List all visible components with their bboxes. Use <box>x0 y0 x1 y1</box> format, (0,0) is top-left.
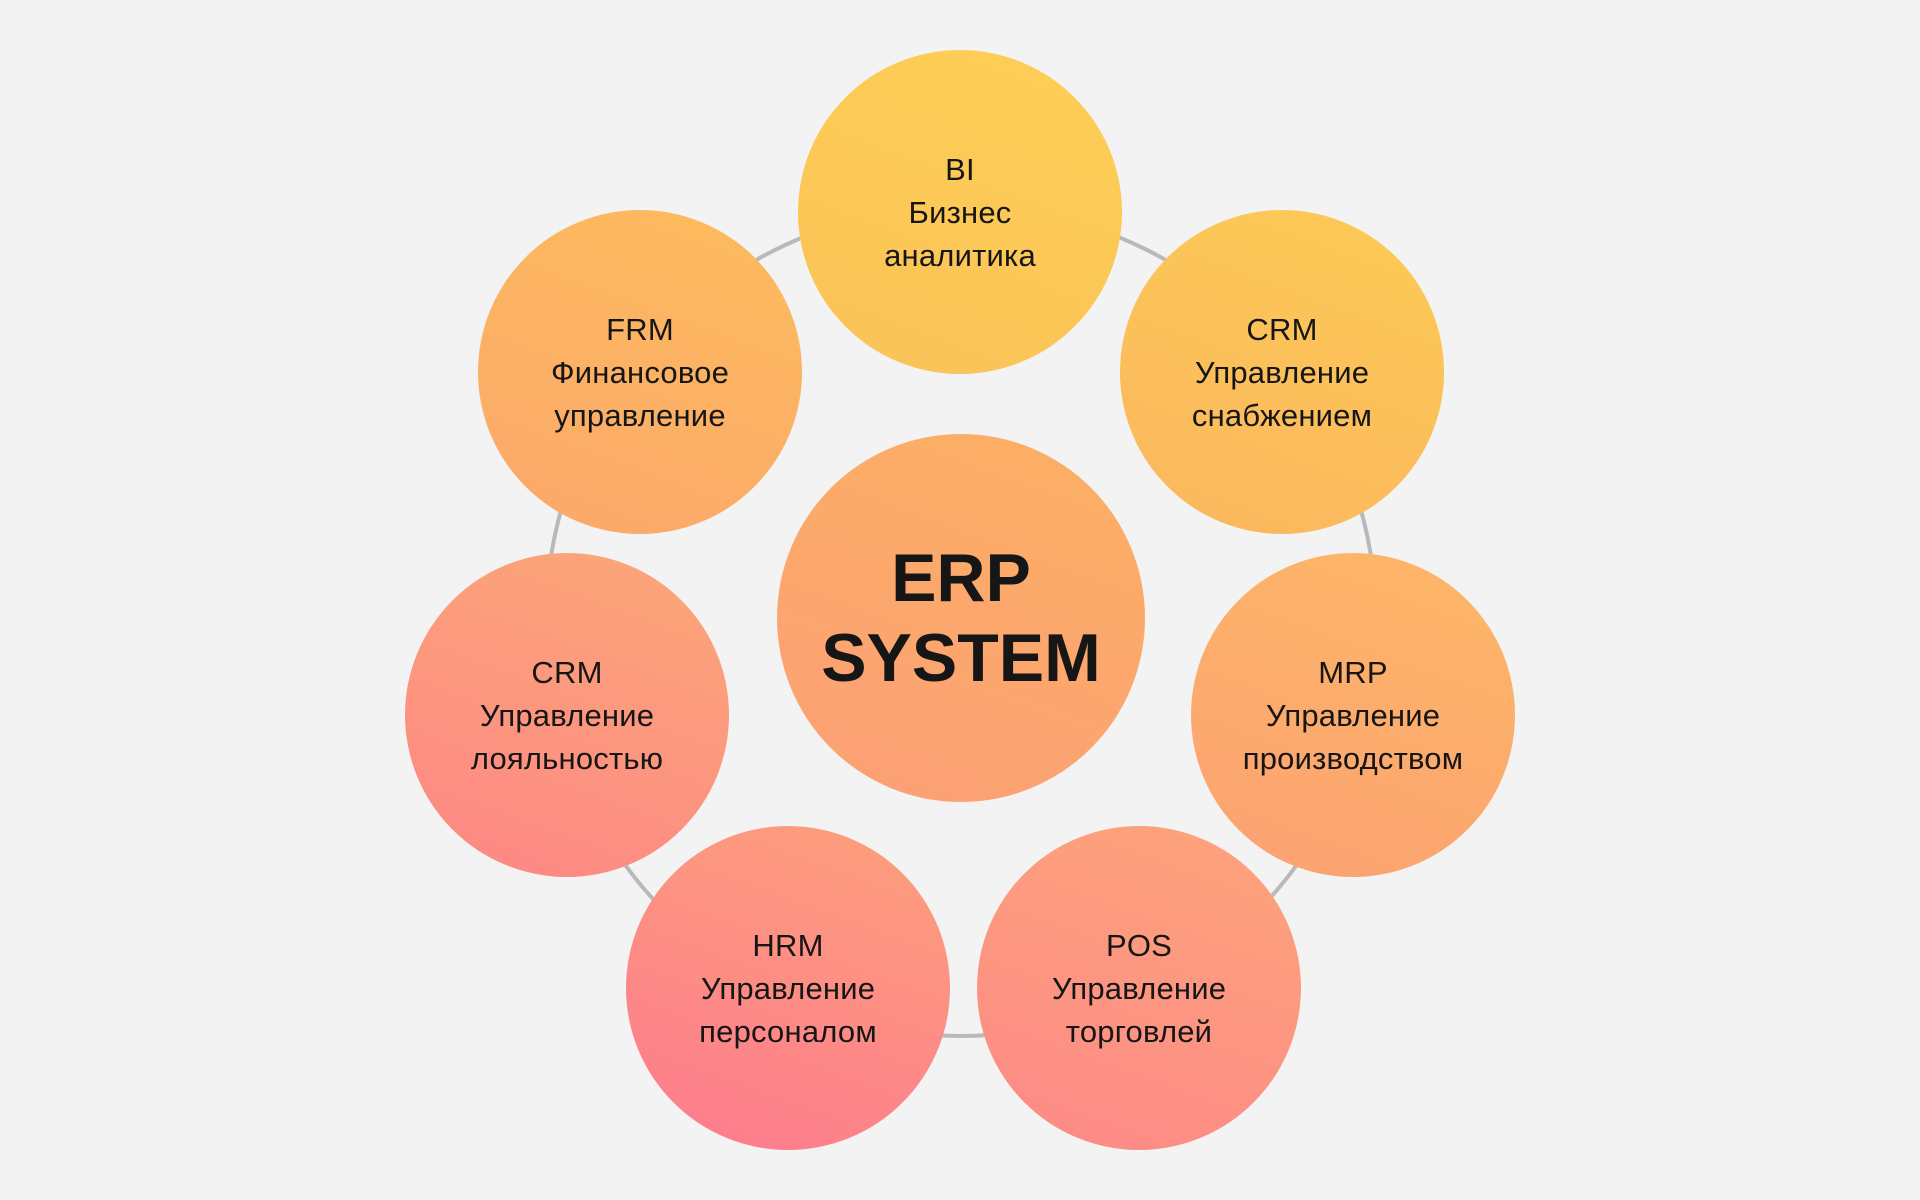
module-bi-label-line-2: аналитика <box>884 237 1036 273</box>
module-frm-code: FRM <box>606 311 674 347</box>
module-pos-label-line-1: Управление <box>1051 970 1227 1006</box>
module-mrp-code: MRP <box>1318 654 1388 690</box>
module-frm: FRM Финансовое управление <box>478 210 802 534</box>
module-mrp-label-line-2: производством <box>1242 740 1464 776</box>
module-hrm-label-line-2: персоналом <box>699 1013 877 1049</box>
module-crm-loyalty-label-line-2: лояльностью <box>470 740 664 776</box>
module-frm-label-line-2: управление <box>554 397 726 433</box>
module-crm-supply-label-line-1: Управление <box>1194 354 1370 390</box>
module-bi: BI Бизнес аналитика <box>798 50 1122 374</box>
module-hrm-label-line-1: Управление <box>700 970 876 1006</box>
module-pos: POS Управление торговлей <box>977 826 1301 1150</box>
module-hrm-code: HRM <box>752 927 824 963</box>
module-mrp-label-line-1: Управление <box>1265 697 1441 733</box>
module-frm-label-line-1: Финансовое <box>550 354 730 390</box>
module-bi-code: BI <box>945 151 975 187</box>
module-mrp: MRP Управление производством <box>1191 553 1515 877</box>
module-hrm: HRM Управление персоналом <box>626 826 950 1150</box>
module-pos-label-line-2: торговлей <box>1065 1013 1213 1049</box>
center-title-line-2: SYSTEM <box>821 620 1101 696</box>
center-erp-system: ERP SYSTEM <box>777 434 1145 802</box>
module-bi-label-line-1: Бизнес <box>908 194 1012 230</box>
module-crm-loyalty-label-line-1: Управление <box>479 697 655 733</box>
module-crm-loyalty-code: CRM <box>531 654 603 690</box>
module-crm-supply-code: CRM <box>1246 311 1318 347</box>
module-crm-supply-label-line-2: снабжением <box>1191 397 1373 433</box>
module-crm-loyalty: CRM Управление лояльностью <box>405 553 729 877</box>
center-title-line-1: ERP <box>891 540 1031 616</box>
module-crm-supply: CRM Управление снабжением <box>1120 210 1444 534</box>
module-pos-code: POS <box>1105 927 1173 963</box>
